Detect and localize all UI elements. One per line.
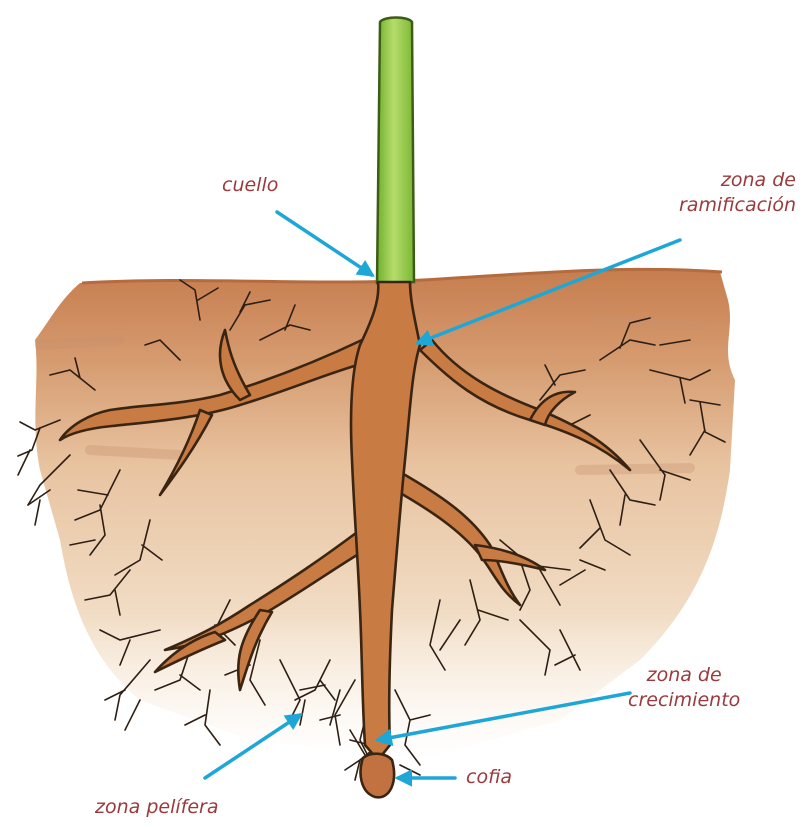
label-zona-ramificacion-line2: ramificación [679,193,796,218]
stem [377,18,414,284]
label-zona-ramificacion-line1: zona de [679,168,796,193]
label-zona-crecimiento-line1: zona de [628,663,740,688]
label-zona-crecimiento-line2: crecimiento [628,688,740,713]
arrow-cuello [277,212,372,275]
label-cuello: cuello [222,173,278,198]
label-zona-ramificacion: zona de ramificación [679,168,796,218]
label-cuello-text: cuello [222,173,278,198]
label-cofia-text: cofia [466,765,512,790]
label-cofia: cofia [466,765,512,790]
label-zona-crecimiento: zona de crecimiento [628,663,740,713]
label-zona-pelifera-text: zona pelífera [95,795,218,820]
label-zona-pelifera: zona pelífera [95,795,218,820]
